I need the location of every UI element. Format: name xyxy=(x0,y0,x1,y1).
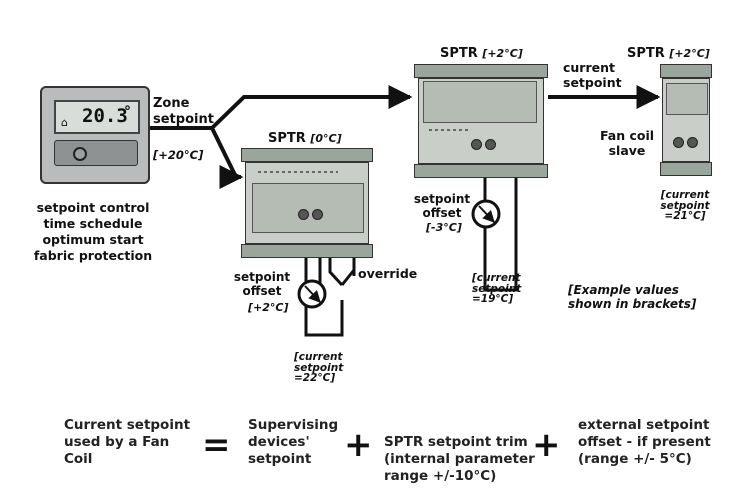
sptr-right-module xyxy=(660,64,712,176)
sptr-mid-offset-label: setpoint offset xyxy=(413,192,471,220)
sptr-mid-offset-value: [-3°C] xyxy=(426,221,462,234)
equation-term-current-setpoint: Current setpoint used by a Fan Coil xyxy=(64,417,191,467)
example-values-note: [Example values shown in brackets] xyxy=(568,283,697,311)
sptr-left-name: SPTR xyxy=(268,131,306,146)
override-label: override xyxy=(358,266,418,281)
thermostat-screen: 20.3 ° ⌂ xyxy=(54,100,140,134)
sptr-left-offset-value: [+2°C] xyxy=(248,301,289,314)
equation-term-sptr-trim: SPTR setpoint trim (internal parameter r… xyxy=(384,417,535,485)
thermostat-features: setpoint control time schedule optimum s… xyxy=(33,200,153,263)
sptr-right-name: SPTR xyxy=(627,46,665,61)
sptr-left-offset-label: setpoint offset xyxy=(233,270,291,298)
equation-term-external-offset: external setpoint offset - if present (r… xyxy=(578,417,711,467)
fan-coil-slave-label: Fan coil slave xyxy=(599,128,655,158)
sptr-right-title: SPTR [+2°C] xyxy=(627,46,710,61)
zone-setpoint-label: Zone setpoint xyxy=(153,96,214,127)
equation-plus-2: + xyxy=(532,425,561,465)
sptr-mid-module xyxy=(414,64,548,178)
sptr-left-current: [current setpoint =22°C] xyxy=(294,351,344,384)
sptr-right-value: [+2°C] xyxy=(669,47,710,60)
equation-plus-1: + xyxy=(344,425,373,465)
house-icon: ⌂ xyxy=(61,116,68,129)
sptr-left-value: [0°C] xyxy=(310,132,342,145)
equation-term-supervising: Supervising devices' setpoint xyxy=(248,417,339,467)
zone-setpoint-value: [+20°C] xyxy=(153,148,204,162)
sptr-right-current: [current setpoint =21°C] xyxy=(660,189,710,222)
sptr-left-title: SPTR [0°C] xyxy=(268,131,342,146)
sptr-left-module xyxy=(241,148,373,258)
thermostat-display-value: 20.3 xyxy=(82,105,128,127)
sptr-mid-title: SPTR [+2°C] xyxy=(440,46,523,61)
sptr-mid-name: SPTR xyxy=(440,46,478,61)
thermostat-button xyxy=(73,147,87,161)
room-thermostat: 20.3 ° ⌂ xyxy=(40,86,150,184)
equation-sptr-rest: setpoint trim (internal parameter range … xyxy=(384,434,535,484)
sptr-mid-current: [current setpoint =19°C] xyxy=(472,272,522,305)
thermostat-button-panel xyxy=(54,140,138,166)
current-setpoint-label: current setpoint xyxy=(563,60,622,90)
equation-equals: = xyxy=(202,425,231,465)
thermostat-display-unit: ° xyxy=(124,104,131,120)
equation-sptr-bold: SPTR xyxy=(384,434,424,450)
sptr-mid-value: [+2°C] xyxy=(482,47,523,60)
